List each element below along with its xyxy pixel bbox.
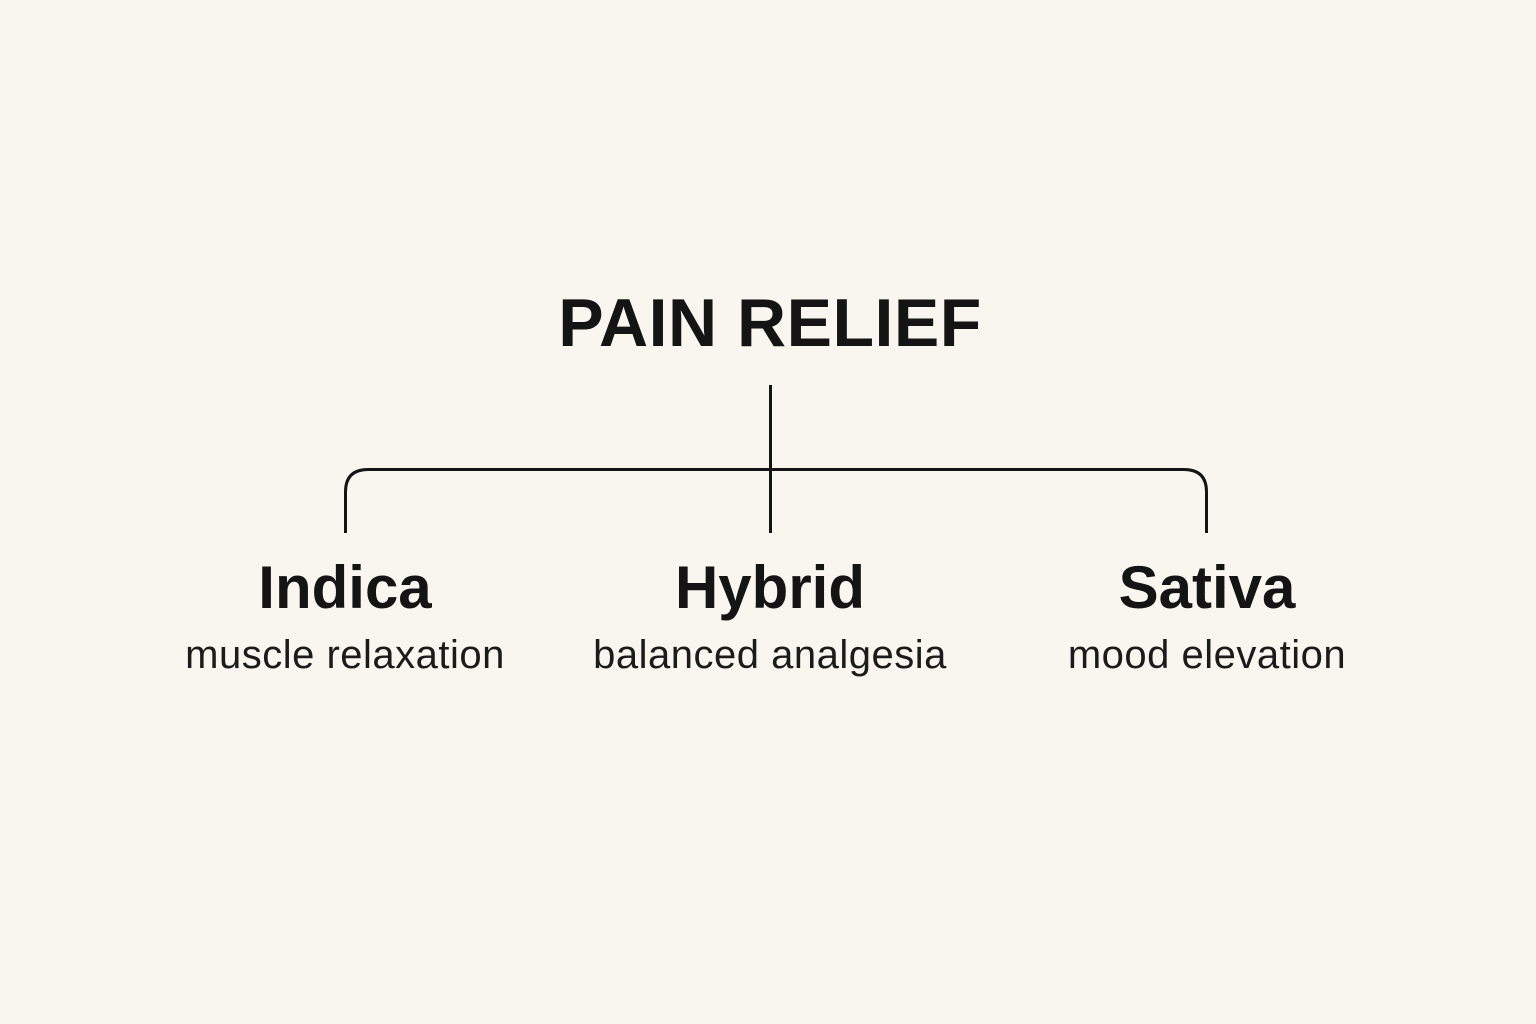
branch-description-sativa: mood elevation xyxy=(1067,633,1347,677)
branch-hybrid: Hybrid balanced analgesia xyxy=(593,554,947,677)
bracket-line xyxy=(344,468,1208,533)
branch-name-sativa: Sativa xyxy=(1118,554,1296,621)
branch-indica: Indica muscle relaxation xyxy=(185,554,505,677)
branch-sativa: Sativa mood elevation xyxy=(1067,554,1347,677)
branch-name-hybrid: Hybrid xyxy=(674,554,866,621)
branch-name-indica: Indica xyxy=(258,554,432,621)
branch-description-hybrid: balanced analgesia xyxy=(593,633,947,677)
branch-description-indica: muscle relaxation xyxy=(185,633,505,677)
diagram-title: PAIN RELIEF xyxy=(558,285,982,361)
